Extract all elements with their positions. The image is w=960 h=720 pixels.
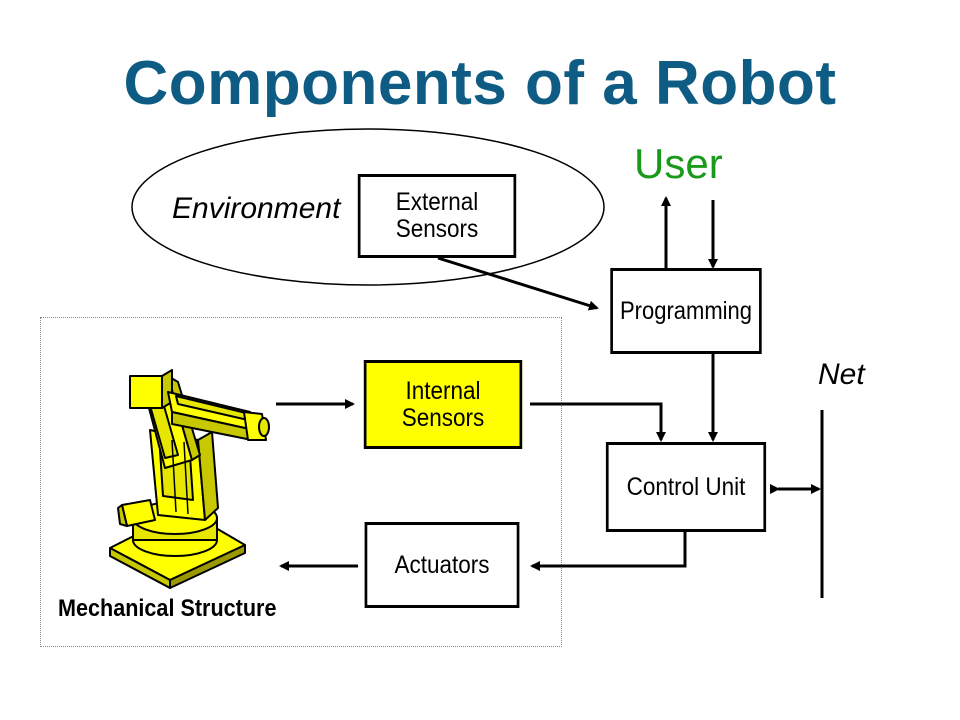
- control-unit-box: Control Unit: [605, 442, 767, 532]
- internal-sensors-box: Internal Sensors: [363, 360, 523, 449]
- user-label: User: [634, 140, 723, 187]
- arrow-external-sensors-to-programming: [437, 256, 599, 311]
- slide-title: Components of a Robot: [123, 49, 837, 118]
- external-sensors-box: External Sensors: [357, 174, 517, 258]
- actuators-box: Actuators: [364, 522, 520, 608]
- programming-box: Programming: [610, 268, 762, 354]
- environment-ellipse: [131, 128, 605, 286]
- arrow-internal-sensors-to-control-unit: [530, 402, 666, 442]
- arrow-control-unit-to-actuators: [530, 531, 687, 571]
- external-sensors-text: External Sensors: [395, 188, 479, 243]
- mechanical-structure-label: Mechanical Structure: [58, 595, 277, 622]
- control-unit-text: Control Unit: [626, 472, 746, 501]
- programming-text: Programming: [619, 296, 753, 325]
- net-label: Net: [818, 358, 865, 391]
- mechanical-structure-frame: [40, 317, 562, 647]
- environment-label: Environment: [172, 192, 341, 225]
- actuators-text: Actuators: [394, 550, 490, 579]
- internal-sensors-text: Internal Sensors: [401, 376, 485, 432]
- robot-arm-illustration: [109, 369, 270, 589]
